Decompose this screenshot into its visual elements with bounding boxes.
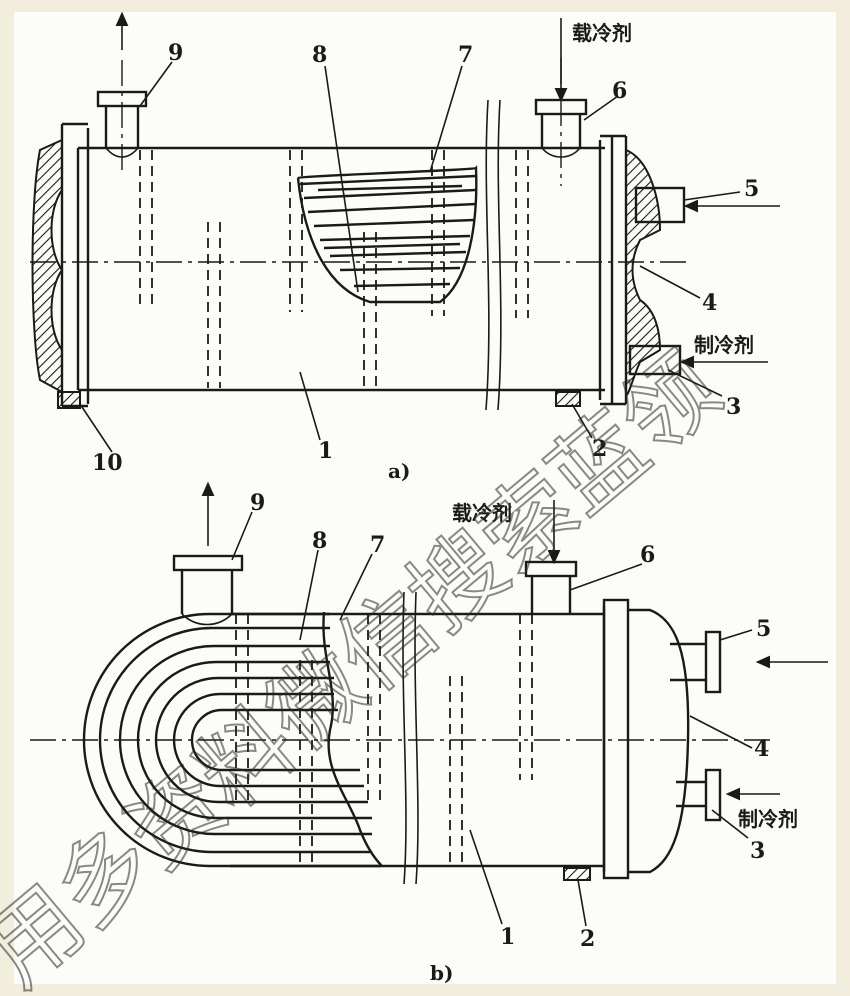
- leaders-b: [231, 511, 753, 927]
- secondary-refrigerant-label-b: 载冷剂: [452, 501, 512, 525]
- nozzle-3-a: [628, 344, 768, 376]
- drain-2-a: [555, 391, 581, 407]
- label-7-a: 7: [458, 42, 473, 68]
- secondary-refrigerant-label-a: 载冷剂: [572, 21, 632, 45]
- caption-a: a): [388, 459, 410, 483]
- label-6-a: 6: [612, 78, 627, 104]
- nozzle-5-a: [634, 186, 780, 224]
- label-5-a: 5: [744, 176, 759, 202]
- drain-2-b: [563, 867, 591, 881]
- nozzle-9-a: [96, 11, 148, 172]
- label-4-b: 4: [754, 736, 769, 762]
- label-9-b: 9: [250, 490, 265, 516]
- nozzle-3-b: [676, 768, 780, 822]
- left-head-a: [31, 138, 64, 394]
- right-head-a: [625, 148, 662, 399]
- leaders-a: [79, 61, 741, 453]
- nozzle-5-b: [670, 630, 828, 694]
- label-2-b: 2: [580, 926, 595, 952]
- nozzle-6-a: [534, 18, 588, 186]
- label-4-a: 4: [702, 290, 717, 316]
- caption-b: b): [430, 961, 453, 985]
- diagram-a: 9 8 7 6 5 4 3 2 1 10 载冷剂 制冷剂 a): [30, 11, 780, 483]
- label-8-b: 8: [312, 528, 327, 554]
- label-1-a: 1: [318, 438, 333, 464]
- refrigerant-label-b: 制冷剂: [738, 807, 798, 831]
- label-10-a: 10: [92, 450, 123, 476]
- refrigerant-label-a: 制冷剂: [694, 333, 754, 357]
- baffles-b: [235, 614, 533, 866]
- nozzle-6-b: [524, 500, 578, 614]
- label-2-a: 2: [592, 436, 607, 462]
- baffles-a: [139, 150, 529, 388]
- label-3-a: 3: [726, 394, 741, 420]
- paper-background: [14, 12, 836, 984]
- label-8-a: 8: [312, 42, 327, 68]
- diagram-b: 9 8 7 6 5 4 3 2 1 载冷剂 制冷剂 b): [30, 481, 828, 985]
- label-7-b: 7: [370, 532, 385, 558]
- label-3-b: 3: [750, 838, 765, 864]
- support-10-a: [57, 391, 81, 409]
- label-5-b: 5: [756, 616, 771, 642]
- label-1-b: 1: [500, 924, 515, 950]
- label-6-b: 6: [640, 542, 655, 568]
- label-9-a: 9: [168, 40, 183, 66]
- tube-bundle-a: [296, 165, 478, 304]
- nozzle-9-b: [172, 481, 244, 626]
